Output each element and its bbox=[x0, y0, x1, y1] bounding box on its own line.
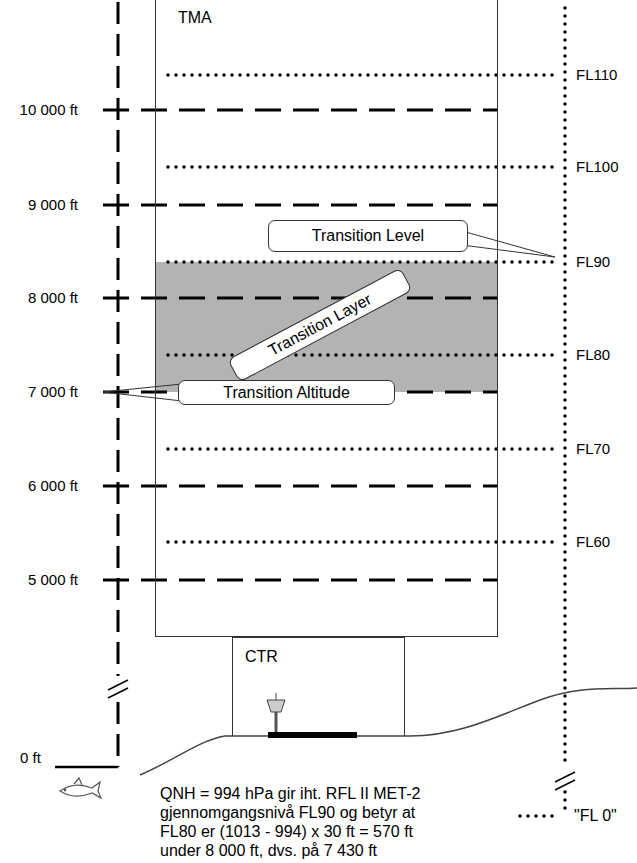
runway bbox=[268, 732, 357, 738]
altitude-axis bbox=[117, 2, 120, 767]
axis-break bbox=[108, 680, 575, 790]
sea-level-line bbox=[55, 766, 118, 769]
tma-region: TMA Transition LevelTransition LayerTrans… bbox=[155, 0, 498, 637]
callout-text: Transition Altitude bbox=[223, 384, 350, 402]
altitude-label: 5 000 ft bbox=[0, 571, 78, 589]
altitude-label: 7 000 ft bbox=[0, 383, 78, 401]
terrain-line bbox=[140, 688, 637, 775]
callout-text: Transition Level bbox=[312, 227, 424, 245]
altitude-lines bbox=[103, 110, 497, 580]
sea-level-label: 0 ft bbox=[20, 749, 41, 767]
leader-lines bbox=[103, 231, 555, 401]
explanation-note: QNH = 994 hPa gir iht. RFL II MET-2 gjen… bbox=[160, 784, 440, 860]
callout-text: Transition Layer bbox=[265, 290, 374, 359]
flight-level-axis bbox=[563, 8, 567, 816]
altitude-label: 9 000 ft bbox=[0, 196, 78, 214]
callout-box: Transition Level bbox=[268, 220, 468, 252]
flight-level-label: FL70 bbox=[576, 440, 610, 458]
transition-layer-band bbox=[156, 262, 497, 392]
callout-box: Transition Altitude bbox=[178, 380, 395, 405]
fish-symbol bbox=[60, 778, 101, 798]
flight-level-label: "FL 0" bbox=[574, 807, 617, 825]
callout-box: Transition Layer bbox=[227, 268, 412, 383]
flight-level-label: FL90 bbox=[576, 253, 610, 271]
altitude-label: 10 000 ft bbox=[0, 101, 78, 119]
tower-symbol bbox=[267, 693, 285, 732]
flight-level-label: FL80 bbox=[576, 346, 610, 364]
flight-level-lines bbox=[168, 75, 560, 816]
flight-level-label: FL100 bbox=[576, 158, 619, 176]
flight-level-label: FL60 bbox=[576, 533, 610, 551]
region-name: CTR bbox=[245, 648, 392, 666]
flight-level-label: FL110 bbox=[576, 66, 617, 84]
altitude-label: 6 000 ft bbox=[0, 477, 78, 495]
altitude-label: 8 000 ft bbox=[0, 289, 78, 307]
region-name: TMA bbox=[178, 9, 475, 27]
ctr-region: CTR bbox=[232, 637, 405, 736]
